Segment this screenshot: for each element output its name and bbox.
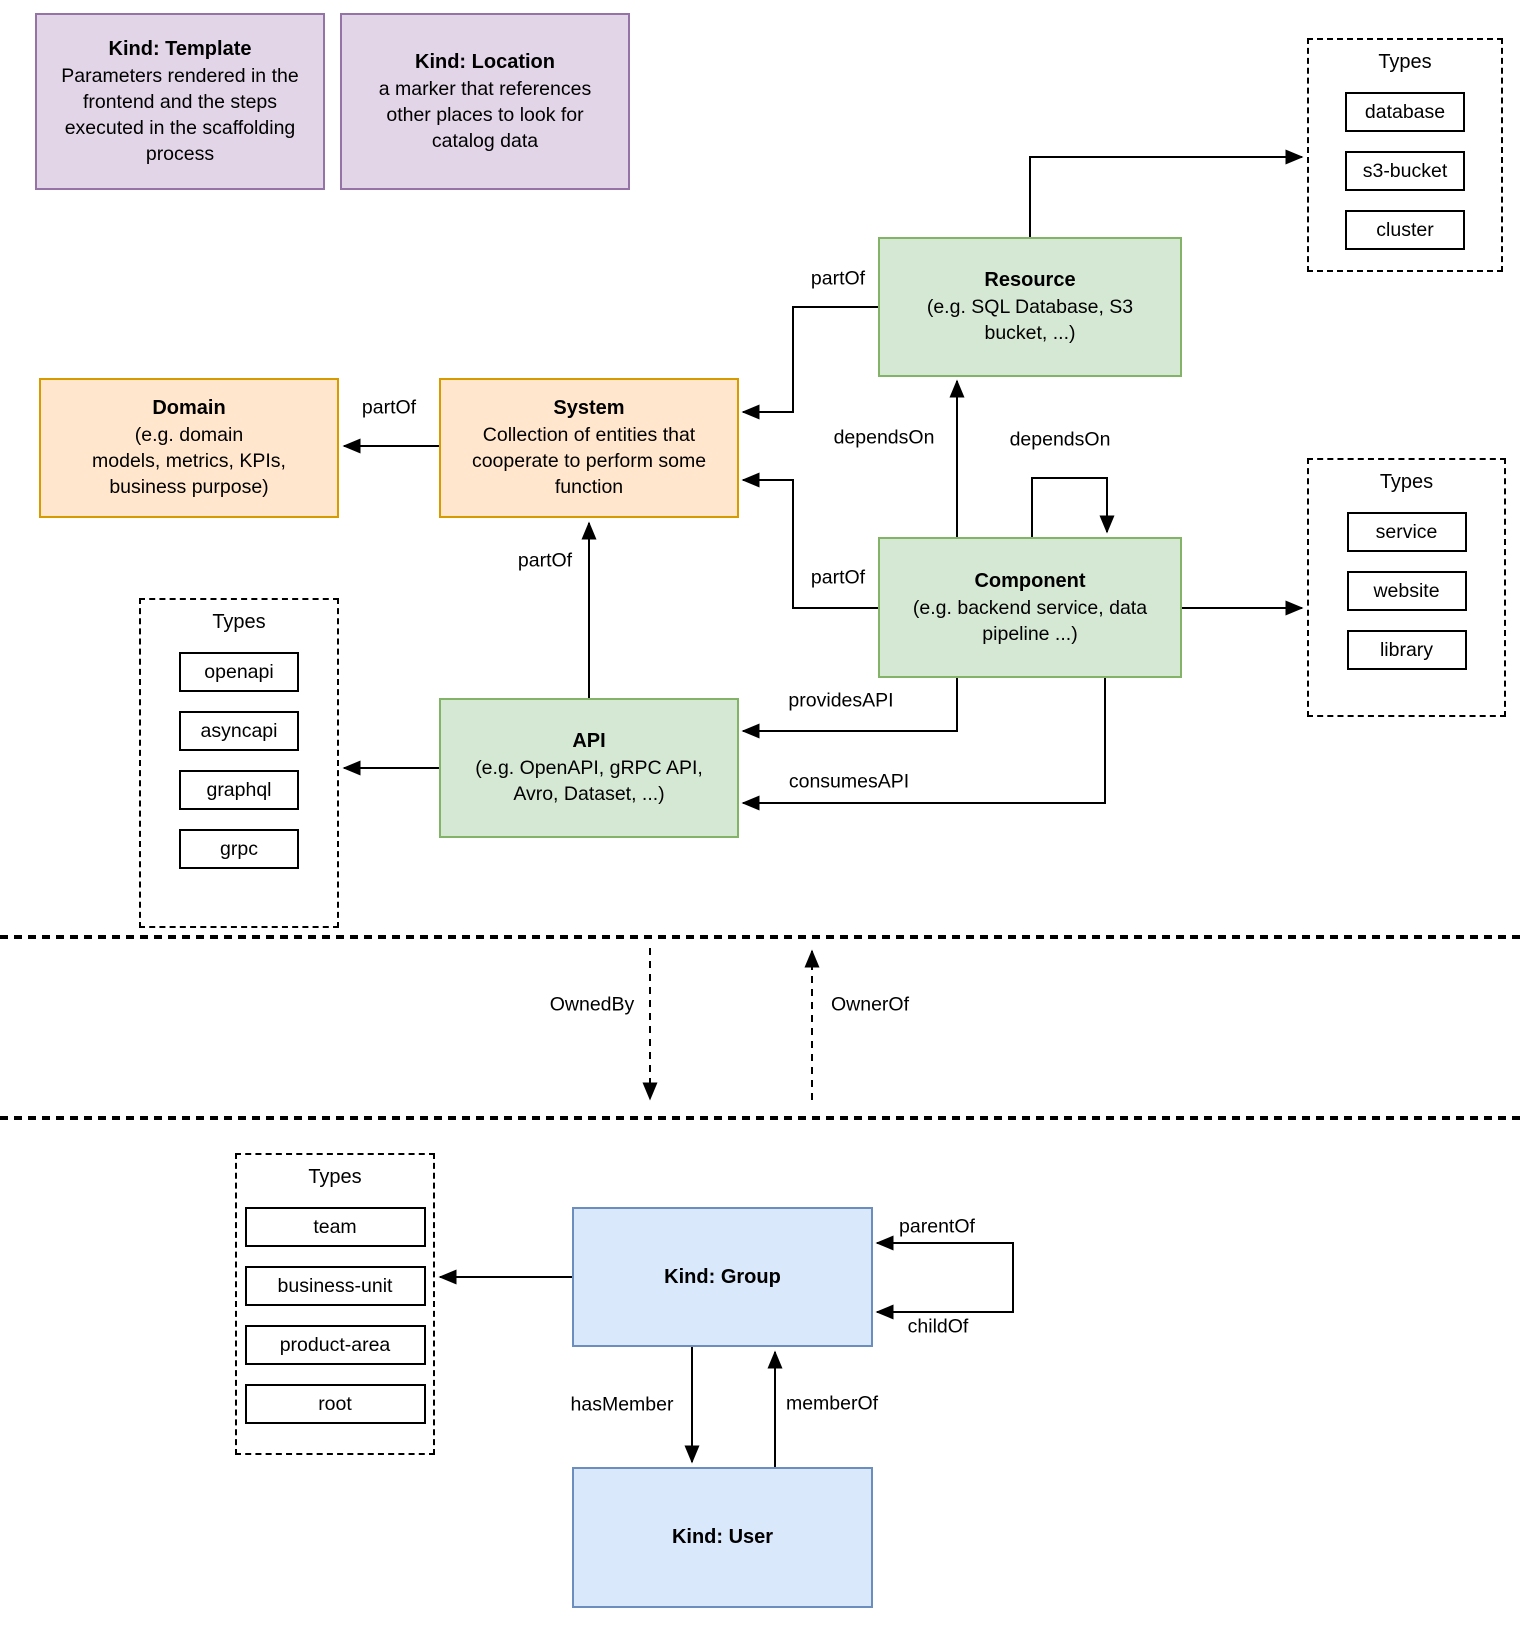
edge-component-consumesapi-api — [741, 678, 1106, 811]
node-component: Component (e.g. backend service, data pi… — [878, 537, 1182, 678]
type-item-website: website — [1346, 571, 1467, 611]
node-description: (e.g. domain models, metrics, KPIs, busi… — [92, 424, 286, 499]
edge-label-providesapi: providesAPI — [785, 689, 897, 712]
node-resource: Resource (e.g. SQL Database, S3 bucket, … — [878, 237, 1182, 377]
type-item-product-area: product-area — [244, 1325, 426, 1365]
type-group-component-types: Types service website library — [1307, 458, 1506, 717]
type-item-root: root — [244, 1384, 426, 1424]
edge-label-dependson-resource: dependsOn — [830, 426, 938, 449]
node-system: System Collection of entities that coope… — [439, 378, 739, 518]
type-group-title: Types — [1378, 51, 1432, 73]
node-description: (e.g. SQL Database, S3 bucket, ...) — [926, 296, 1134, 345]
node-kind-template: Kind: Template Parameters rendered in th… — [35, 13, 325, 190]
node-title: Kind: Group — [664, 1265, 781, 1288]
edge-label-consumesapi: consumesAPI — [785, 770, 913, 793]
type-item-business-unit: business-unit — [244, 1266, 426, 1306]
node-title: System — [553, 397, 625, 420]
type-group-title: Types — [308, 1166, 362, 1188]
edge-component-partof-system — [741, 472, 878, 609]
type-item-s3-bucket: s3-bucket — [1345, 151, 1465, 191]
node-description: Parameters rendered in the frontend and … — [61, 64, 299, 166]
type-item-cluster: cluster — [1345, 210, 1465, 250]
edge-label-partof-resource-system: partOf — [807, 267, 869, 290]
node-title: API — [572, 730, 606, 753]
type-item-grpc: grpc — [179, 829, 299, 869]
type-group-resource-types: Types database s3-bucket cluster — [1307, 38, 1503, 272]
node-kind-user: Kind: User — [572, 1467, 873, 1608]
type-item-service: service — [1346, 512, 1467, 552]
node-title: Resource — [984, 269, 1076, 292]
type-item-team: team — [244, 1207, 426, 1247]
edge-resource-partof-system — [741, 306, 878, 420]
node-title: Kind: Template — [108, 37, 252, 60]
node-title: Component — [974, 569, 1086, 592]
type-item-graphql: graphql — [179, 770, 299, 810]
node-description: a marker that references other places to… — [378, 77, 592, 152]
type-group-group-types: Types team business-unit product-area ro… — [235, 1153, 435, 1455]
edge-component-providesapi-api — [741, 678, 958, 739]
node-title: Kind: User — [671, 1526, 774, 1549]
edge-label-partof-component-system: partOf — [807, 566, 869, 589]
edge-label-hasmember: hasMember — [567, 1393, 677, 1416]
type-item-openapi: openapi — [179, 652, 299, 692]
type-group-api-types: Types openapi asyncapi graphql grpc — [139, 598, 339, 928]
type-group-title: Types — [1379, 471, 1434, 493]
edge-label-ownedby: OwnedBy — [546, 993, 638, 1016]
type-group-title: Types — [212, 611, 266, 633]
edge-group-parentof-childof-self — [875, 1235, 1014, 1320]
edge-label-dependson-self: dependsOn — [1006, 428, 1114, 451]
edge-label-memberof: memberOf — [782, 1392, 882, 1415]
edge-label-partof-system-domain: partOf — [358, 396, 420, 419]
node-domain: Domain (e.g. domain models, metrics, KPI… — [39, 378, 339, 518]
node-description: (e.g. backend service, data pipeline ...… — [912, 596, 1148, 645]
edge-component-dependson-self — [1031, 477, 1115, 537]
edge-label-partof-api-system: partOf — [514, 549, 576, 572]
edge-label-ownerof: OwnerOf — [827, 993, 913, 1016]
edge-label-childof: childOf — [904, 1315, 972, 1338]
node-title: Kind: Location — [415, 50, 555, 73]
node-api: API (e.g. OpenAPI, gRPC API, Avro, Datas… — [439, 698, 739, 838]
type-item-library: library — [1346, 630, 1467, 670]
type-item-asyncapi: asyncapi — [179, 711, 299, 751]
node-description: (e.g. OpenAPI, gRPC API, Avro, Dataset, … — [475, 757, 703, 806]
node-title: Domain — [152, 397, 226, 420]
node-kind-group: Kind: Group — [572, 1207, 873, 1347]
node-description: Collection of entities that cooperate to… — [471, 424, 707, 499]
edge-resource-to-resource-types — [1029, 149, 1304, 237]
node-kind-location: Kind: Location a marker that references … — [340, 13, 630, 190]
type-item-database: database — [1345, 92, 1465, 132]
edge-label-parentof: parentOf — [896, 1215, 978, 1238]
